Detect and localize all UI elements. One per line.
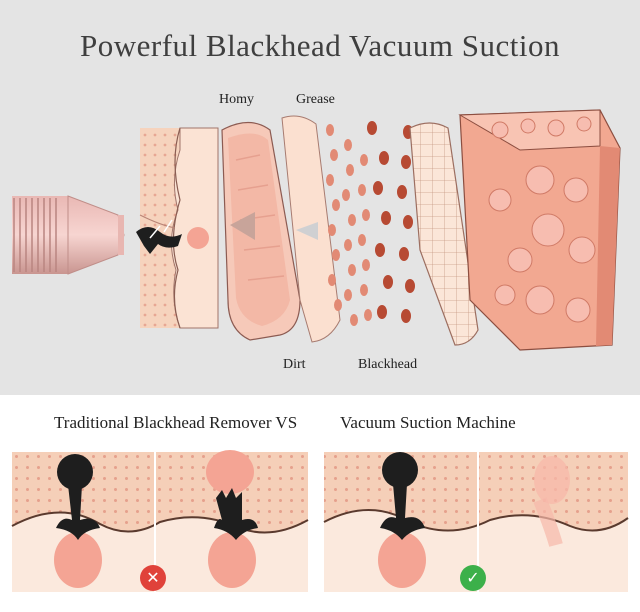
comparison-panels — [11, 450, 629, 592]
cross-mark-icon: ✕ — [140, 565, 166, 591]
tissue-block — [458, 109, 621, 351]
grease-layer — [281, 115, 341, 343]
label-dirt: Dirt — [283, 357, 306, 372]
page-title: Powerful Blackhead Vacuum Suction — [80, 28, 560, 63]
label-homy: Homy — [219, 92, 254, 107]
vacuum-nozzle-icon — [12, 195, 125, 275]
skin-cross-section — [136, 127, 219, 329]
dirt-particles — [326, 121, 415, 326]
label-blackhead: Blackhead — [358, 357, 418, 372]
caption-traditional: Traditional Blackhead Remover VS — [54, 413, 298, 432]
label-grease: Grease — [296, 92, 335, 107]
check-mark-icon: ✓ — [460, 565, 486, 591]
homy-layer — [221, 121, 301, 341]
dermis-layer — [409, 122, 479, 346]
caption-vacuum: Vacuum Suction Machine — [340, 413, 516, 432]
